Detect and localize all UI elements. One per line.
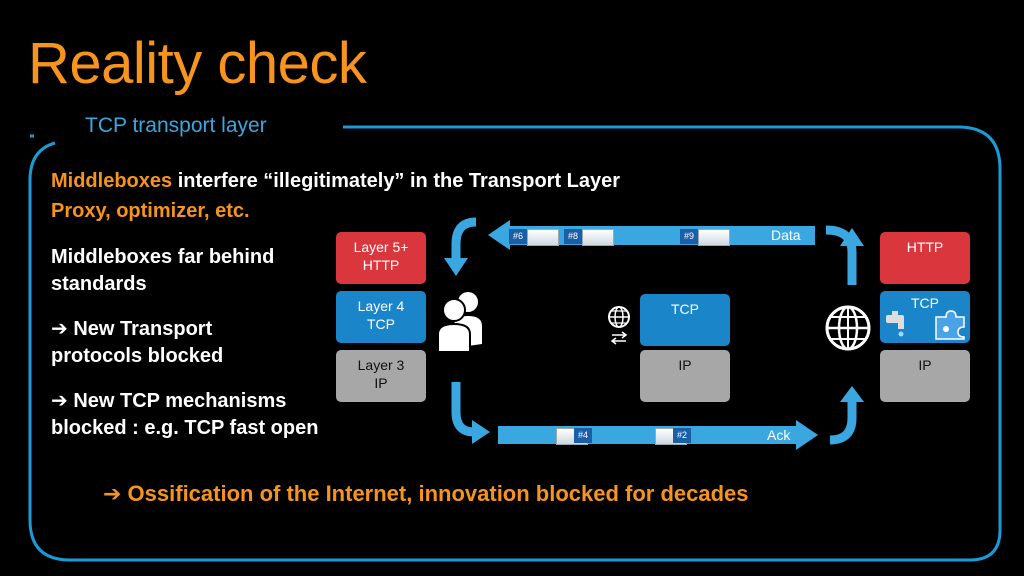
middle-ip-box: IP [640, 350, 730, 402]
ack-label: Ack [767, 427, 791, 443]
packet-tag: #6 [509, 229, 527, 244]
bullet-far-behind: Middleboxes far behind standards [51, 246, 275, 295]
right-tcp-box: TCP [880, 291, 970, 343]
slide-title: Reality check [28, 31, 367, 96]
headline-highlight: Middleboxes [51, 170, 173, 192]
layer4-box: Layer 4 TCP [336, 291, 426, 343]
middle-tcp-box: TCP [640, 294, 730, 346]
headline-text: interfere “illegitimately” in the Transp… [172, 170, 621, 192]
slide-subtitle: TCP transport layer [85, 114, 267, 137]
packet-tag: #2 [673, 428, 691, 443]
bullet-transport-blocked: ➔ New Transport protocols blocked [51, 318, 224, 367]
right-tcp-label: TCP [911, 295, 939, 311]
globe-icon [825, 305, 871, 351]
right-http-box: HTTP [880, 232, 970, 284]
right-bottom-arrow [829, 400, 857, 445]
headline-line2: Proxy, optimizer, etc. [51, 200, 250, 222]
bullet-tcp-mechanisms-2: blocked : e.g. TCP fast open [51, 417, 319, 439]
packet-tag: #9 [680, 229, 698, 244]
users-icon [437, 292, 482, 353]
packet-tag: #4 [574, 428, 592, 443]
left-down-arrow [451, 217, 477, 260]
packet-tag: #8 [564, 229, 582, 244]
layer3-box: Layer 3 IP [336, 350, 426, 402]
layer5-box: Layer 5+ HTTP [336, 232, 426, 284]
data-packet [527, 229, 559, 246]
puzzle-icon [935, 310, 965, 340]
left-bottom-arrow [451, 382, 475, 437]
conclusion: ➔ Ossification of the Internet, innovati… [103, 481, 749, 506]
headline: Middleboxes interfere “illegitimately” i… [51, 168, 811, 195]
bullet-tcp-mechanisms-1: ➔ New TCP mechanisms [51, 390, 287, 412]
data-label: Data [771, 227, 801, 243]
faucet-icon [886, 311, 904, 337]
data-packet [698, 229, 730, 246]
globe-icon [608, 306, 630, 345]
right-ip-box: IP [880, 350, 970, 402]
data-packet [582, 229, 614, 246]
